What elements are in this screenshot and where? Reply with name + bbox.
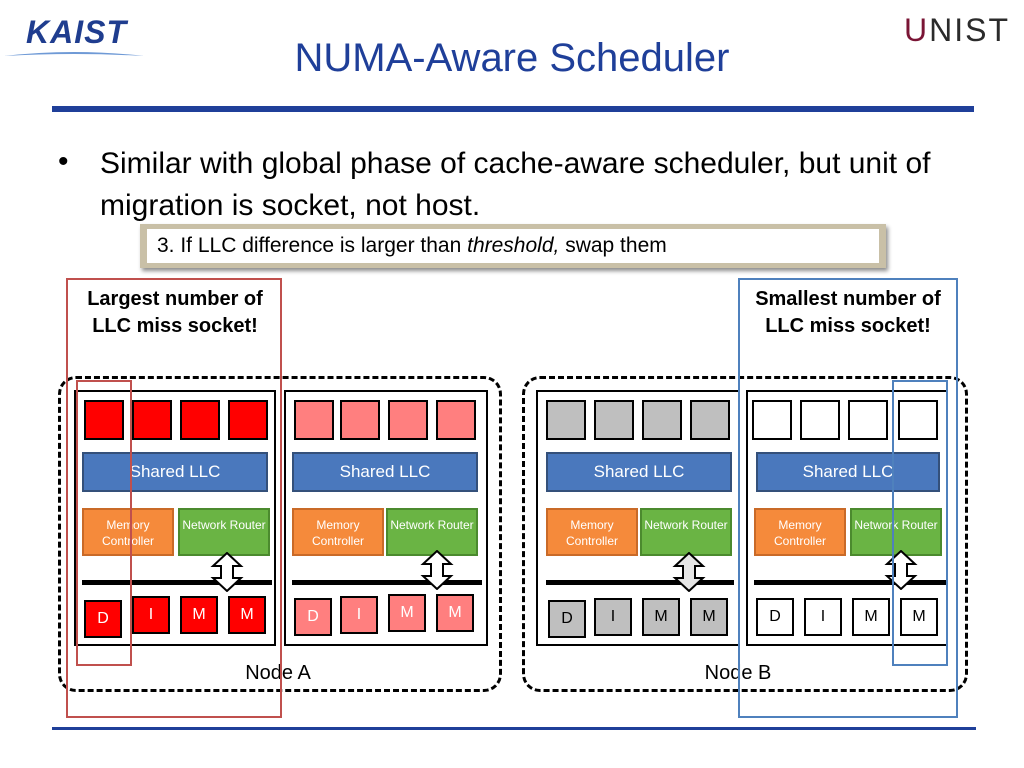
smallest-socket-column-highlight (892, 380, 948, 666)
bullet-dot: • (58, 145, 69, 178)
core (132, 400, 172, 440)
core (340, 400, 380, 440)
device-m: M (852, 598, 890, 636)
core (642, 400, 682, 440)
node-a-label: Node A (245, 662, 311, 684)
core (546, 400, 586, 440)
smallest-miss-label: Smallest number of LLC miss socket! (755, 288, 941, 337)
device-m: M (690, 598, 728, 636)
device-d: D (756, 598, 794, 636)
device-m: M (388, 594, 426, 632)
unist-logo-u: U (904, 12, 930, 48)
interconnect-bus (754, 580, 946, 585)
core (690, 400, 730, 440)
callout-emphasis: threshold, (467, 234, 560, 257)
shared-llc: Shared LLC (756, 452, 940, 492)
device-i: I (594, 598, 632, 636)
memory-controller: Memory Controller (82, 508, 174, 556)
slide-title: NUMA-Aware Scheduler (294, 36, 730, 80)
network-router: Network Router (850, 508, 942, 556)
core (594, 400, 634, 440)
bullet-text: Similar with global phase of cache-aware… (100, 147, 931, 222)
title-rule (52, 106, 974, 112)
largest-socket-column-highlight (76, 380, 132, 666)
callout-suffix: swap them (559, 234, 667, 257)
smallest-socket-highlight (738, 278, 958, 718)
interconnect-bus (82, 580, 272, 585)
updown-arrow-icon (420, 550, 454, 590)
unist-logo-rest: NIST (929, 12, 1010, 48)
core (898, 400, 938, 440)
callout-text: 3. If LLC difference is larger than thre… (147, 229, 879, 263)
largest-miss-label: Largest number of LLC miss socket! (87, 288, 263, 337)
device-i: I (132, 596, 170, 634)
callout-box: 3. If LLC difference is larger than thre… (140, 224, 886, 268)
interconnect-bus (546, 580, 734, 585)
kaist-swoosh-icon (4, 52, 144, 56)
core (294, 400, 334, 440)
node-b (522, 376, 968, 692)
core (180, 400, 220, 440)
shared-llc: Shared LLC (82, 452, 268, 492)
shared-llc: Shared LLC (546, 452, 732, 492)
memory-controller: Memory Controller (546, 508, 638, 556)
core (848, 400, 888, 440)
device-m: M (642, 598, 680, 636)
device-i: I (340, 596, 378, 634)
network-router: Network Router (640, 508, 732, 556)
device-m: M (900, 598, 938, 636)
updown-arrow-icon (672, 552, 706, 592)
unist-logo: UNIST (904, 12, 1010, 49)
largest-socket-highlight (66, 278, 282, 718)
updown-arrow-icon (210, 552, 244, 592)
network-router: Network Router (178, 508, 270, 556)
device-i: I (804, 598, 842, 636)
device-m: M (228, 596, 266, 634)
shared-llc: Shared LLC (292, 452, 478, 492)
device-m: M (180, 596, 218, 634)
core (388, 400, 428, 440)
core (228, 400, 268, 440)
core (800, 400, 840, 440)
footer-rule (52, 727, 976, 730)
device-d: D (548, 600, 586, 638)
callout-prefix: 3. If LLC difference is larger than (157, 234, 468, 257)
core (84, 400, 124, 440)
device-d: D (294, 598, 332, 636)
network-router: Network Router (386, 508, 478, 556)
device-d: D (84, 600, 122, 638)
core (436, 400, 476, 440)
kaist-logo-text: KAIST (26, 14, 127, 50)
memory-controller: Memory Controller (292, 508, 384, 556)
core (752, 400, 792, 440)
memory-controller: Memory Controller (754, 508, 846, 556)
device-m: M (436, 594, 474, 632)
kaist-logo: KAIST (4, 12, 144, 60)
interconnect-bus (292, 580, 482, 585)
